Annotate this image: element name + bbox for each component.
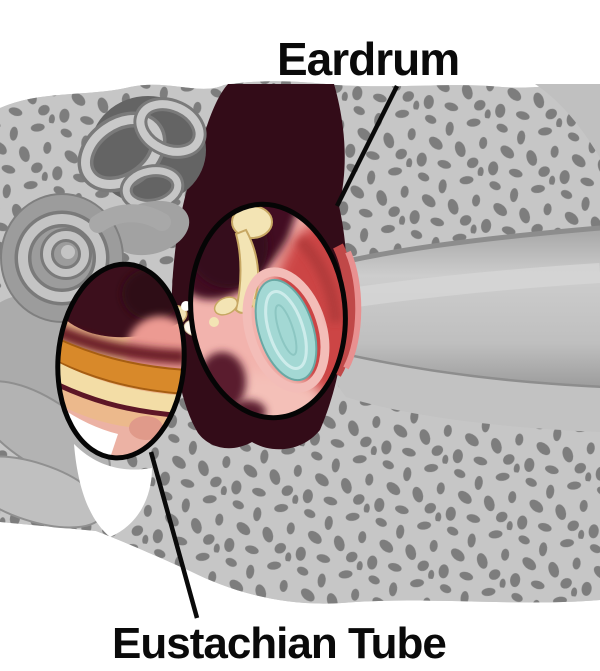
eustachian-tube-label: Eustachian Tube xyxy=(112,619,447,668)
eustachian-circle-outline xyxy=(55,261,187,461)
eardrum-pointer-line xyxy=(334,84,400,208)
white-gap xyxy=(74,444,152,537)
eardrum-label: Eardrum xyxy=(277,33,460,85)
canal-under-band xyxy=(329,352,600,432)
eardrum-circle-outline xyxy=(188,201,348,421)
bone-edge-band xyxy=(535,84,600,158)
canal-eardrum-junction xyxy=(331,243,362,377)
eustachian-pointer-line xyxy=(148,451,200,619)
